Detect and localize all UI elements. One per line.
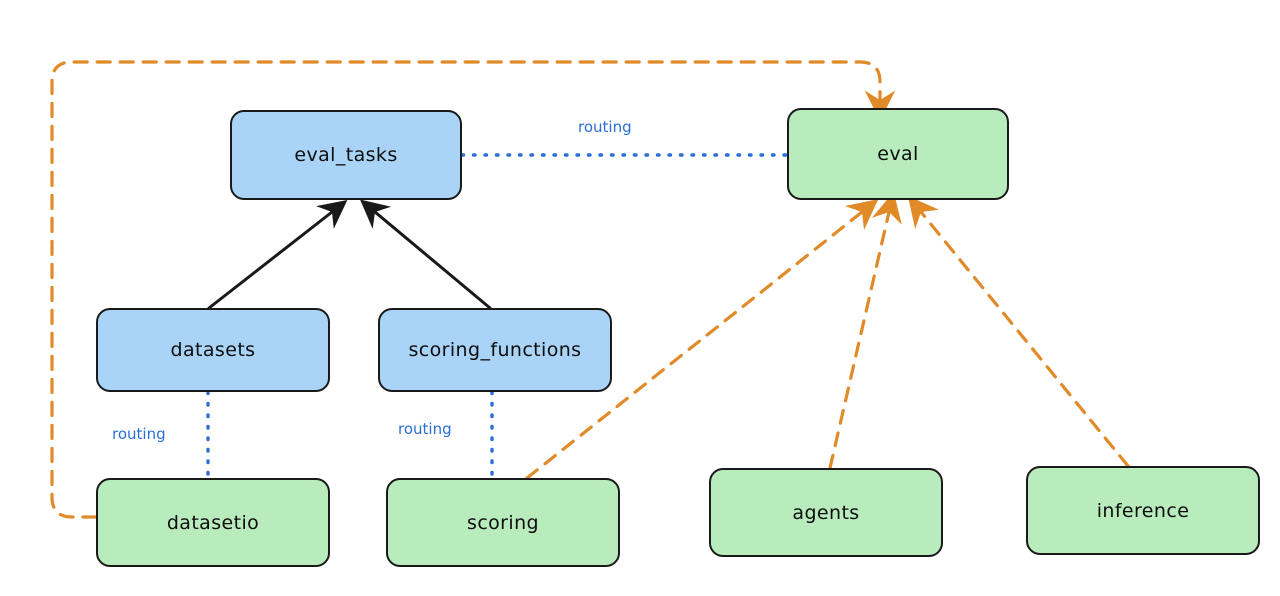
edge-label-routing-eval-tasks-eval: routing <box>578 118 632 136</box>
edge-datasets-evaltasks <box>207 200 348 310</box>
node-label-eval-tasks: eval_tasks <box>294 144 398 166</box>
node-label-datasets: datasets <box>170 339 256 361</box>
node-label-scoring: scoring <box>467 511 539 534</box>
node-label-datasetio: datasetio <box>166 511 260 534</box>
node-label-eval: eval <box>877 143 919 165</box>
node-eval[interactable]: eval <box>787 108 1009 200</box>
edge-datasetio-eval <box>50 60 896 519</box>
node-label-inference: inference <box>1096 499 1190 522</box>
node-datasetio[interactable]: datasetio <box>96 478 330 567</box>
edge-label-routing-scoring-functions-scoring: routing <box>398 420 452 438</box>
node-datasets[interactable]: datasets <box>96 308 330 392</box>
edge-label-routing-datasets-datasetio: routing <box>112 425 166 443</box>
edge-scoring-eval <box>525 199 879 480</box>
edge-inference-eval <box>907 195 1130 468</box>
node-label-agents: agents <box>792 501 860 524</box>
edge-agents-eval <box>828 191 902 470</box>
node-label-scoring-functions: scoring_functions <box>408 339 582 361</box>
node-scoring[interactable]: scoring <box>386 478 620 567</box>
node-scoring-functions[interactable]: scoring_functions <box>378 308 612 392</box>
node-inference[interactable]: inference <box>1026 466 1260 555</box>
edge-scoringfunctions-evaltasks <box>360 199 492 310</box>
node-eval-tasks[interactable]: eval_tasks <box>230 110 462 200</box>
node-agents[interactable]: agents <box>709 468 943 557</box>
